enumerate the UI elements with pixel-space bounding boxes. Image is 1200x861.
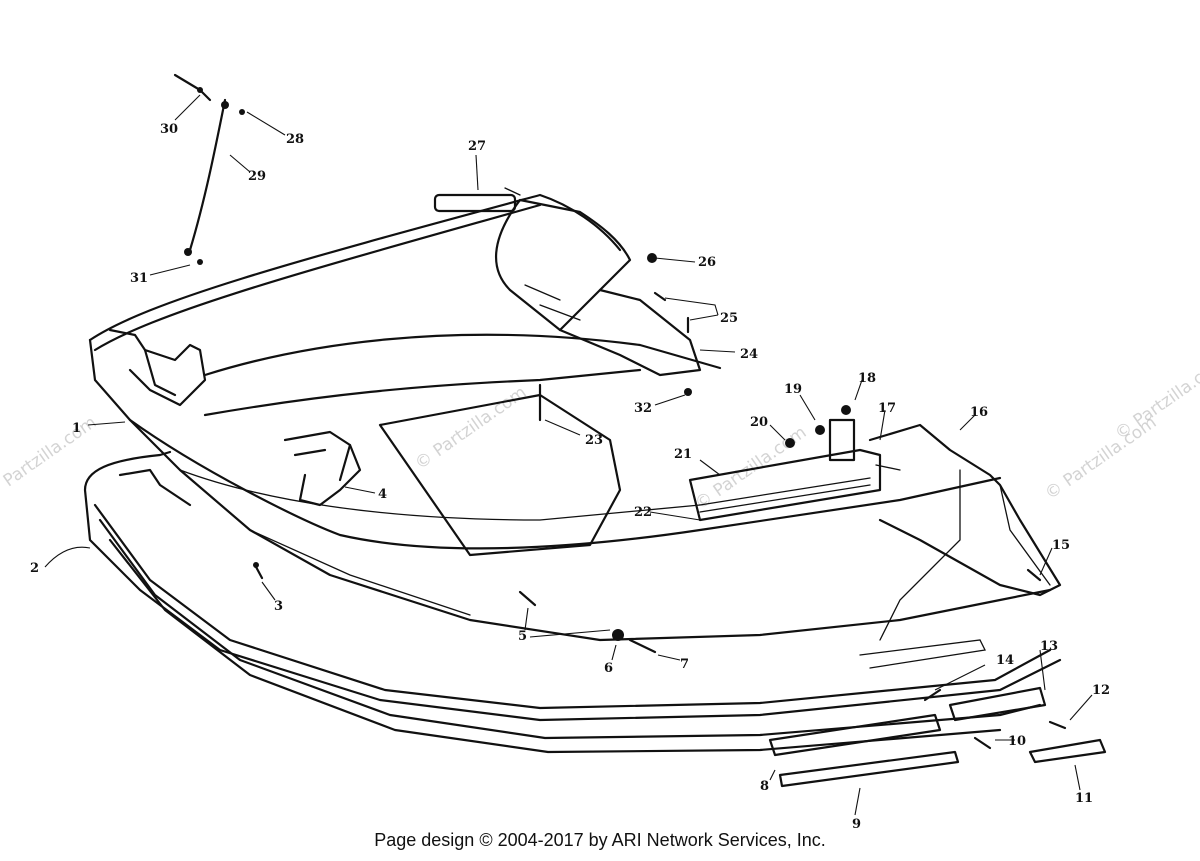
callout-12: 12 — [1092, 683, 1110, 698]
hood-body — [88, 193, 1062, 642]
callout-28: 28 — [286, 132, 304, 147]
callout-27: 27 — [468, 139, 486, 154]
callout-19: 19 — [784, 382, 802, 397]
bumper-frame — [83, 450, 1062, 754]
callout-29: 29 — [248, 169, 266, 184]
rear-grip — [433, 193, 517, 213]
callout-24: 24 — [740, 347, 758, 362]
callout-7: 7 — [680, 657, 689, 672]
callout-30: 30 — [160, 122, 178, 137]
callout-13: 13 — [1040, 639, 1058, 654]
fasteners — [253, 253, 1067, 750]
callout-2: 2 — [30, 561, 39, 576]
callout-3: 3 — [274, 599, 283, 614]
callout-17: 17 — [878, 401, 896, 416]
cable — [173, 73, 245, 265]
callout-25: 25 — [720, 311, 738, 326]
callout-8: 8 — [760, 779, 769, 794]
callout-11: 11 — [1075, 791, 1093, 806]
callout-23: 23 — [585, 433, 603, 448]
callout-22: 22 — [634, 505, 652, 520]
callout-16: 16 — [970, 405, 988, 420]
callout-20: 20 — [750, 415, 768, 430]
callout-6: 6 — [604, 661, 613, 676]
callout-1: 1 — [72, 421, 81, 436]
callout-4: 4 — [378, 487, 387, 502]
trim-strips — [768, 639, 1107, 788]
callout-32: 32 — [634, 401, 652, 416]
copyright-footer: Page design © 2004-2017 by ARI Network S… — [374, 830, 826, 850]
watermark: © Partzilla.com — [411, 382, 530, 474]
callout-14: 14 — [996, 653, 1014, 668]
callout-9: 9 — [852, 817, 861, 832]
hinge-assembly — [688, 405, 901, 522]
handle-left — [108, 328, 207, 407]
callout-26: 26 — [698, 255, 716, 270]
callout-18: 18 — [858, 371, 876, 386]
callouts: 1 2 3 4 5 6 7 8 9 10 11 12 13 14 15 16 1… — [30, 122, 1110, 832]
callout-31: 31 — [130, 271, 148, 286]
callout-15: 15 — [1052, 538, 1070, 553]
callout-21: 21 — [674, 447, 692, 462]
callout-5: 5 — [518, 629, 527, 644]
handle-center — [283, 430, 362, 507]
callout-10: 10 — [1008, 734, 1026, 749]
leader-lines — [44, 94, 1093, 816]
